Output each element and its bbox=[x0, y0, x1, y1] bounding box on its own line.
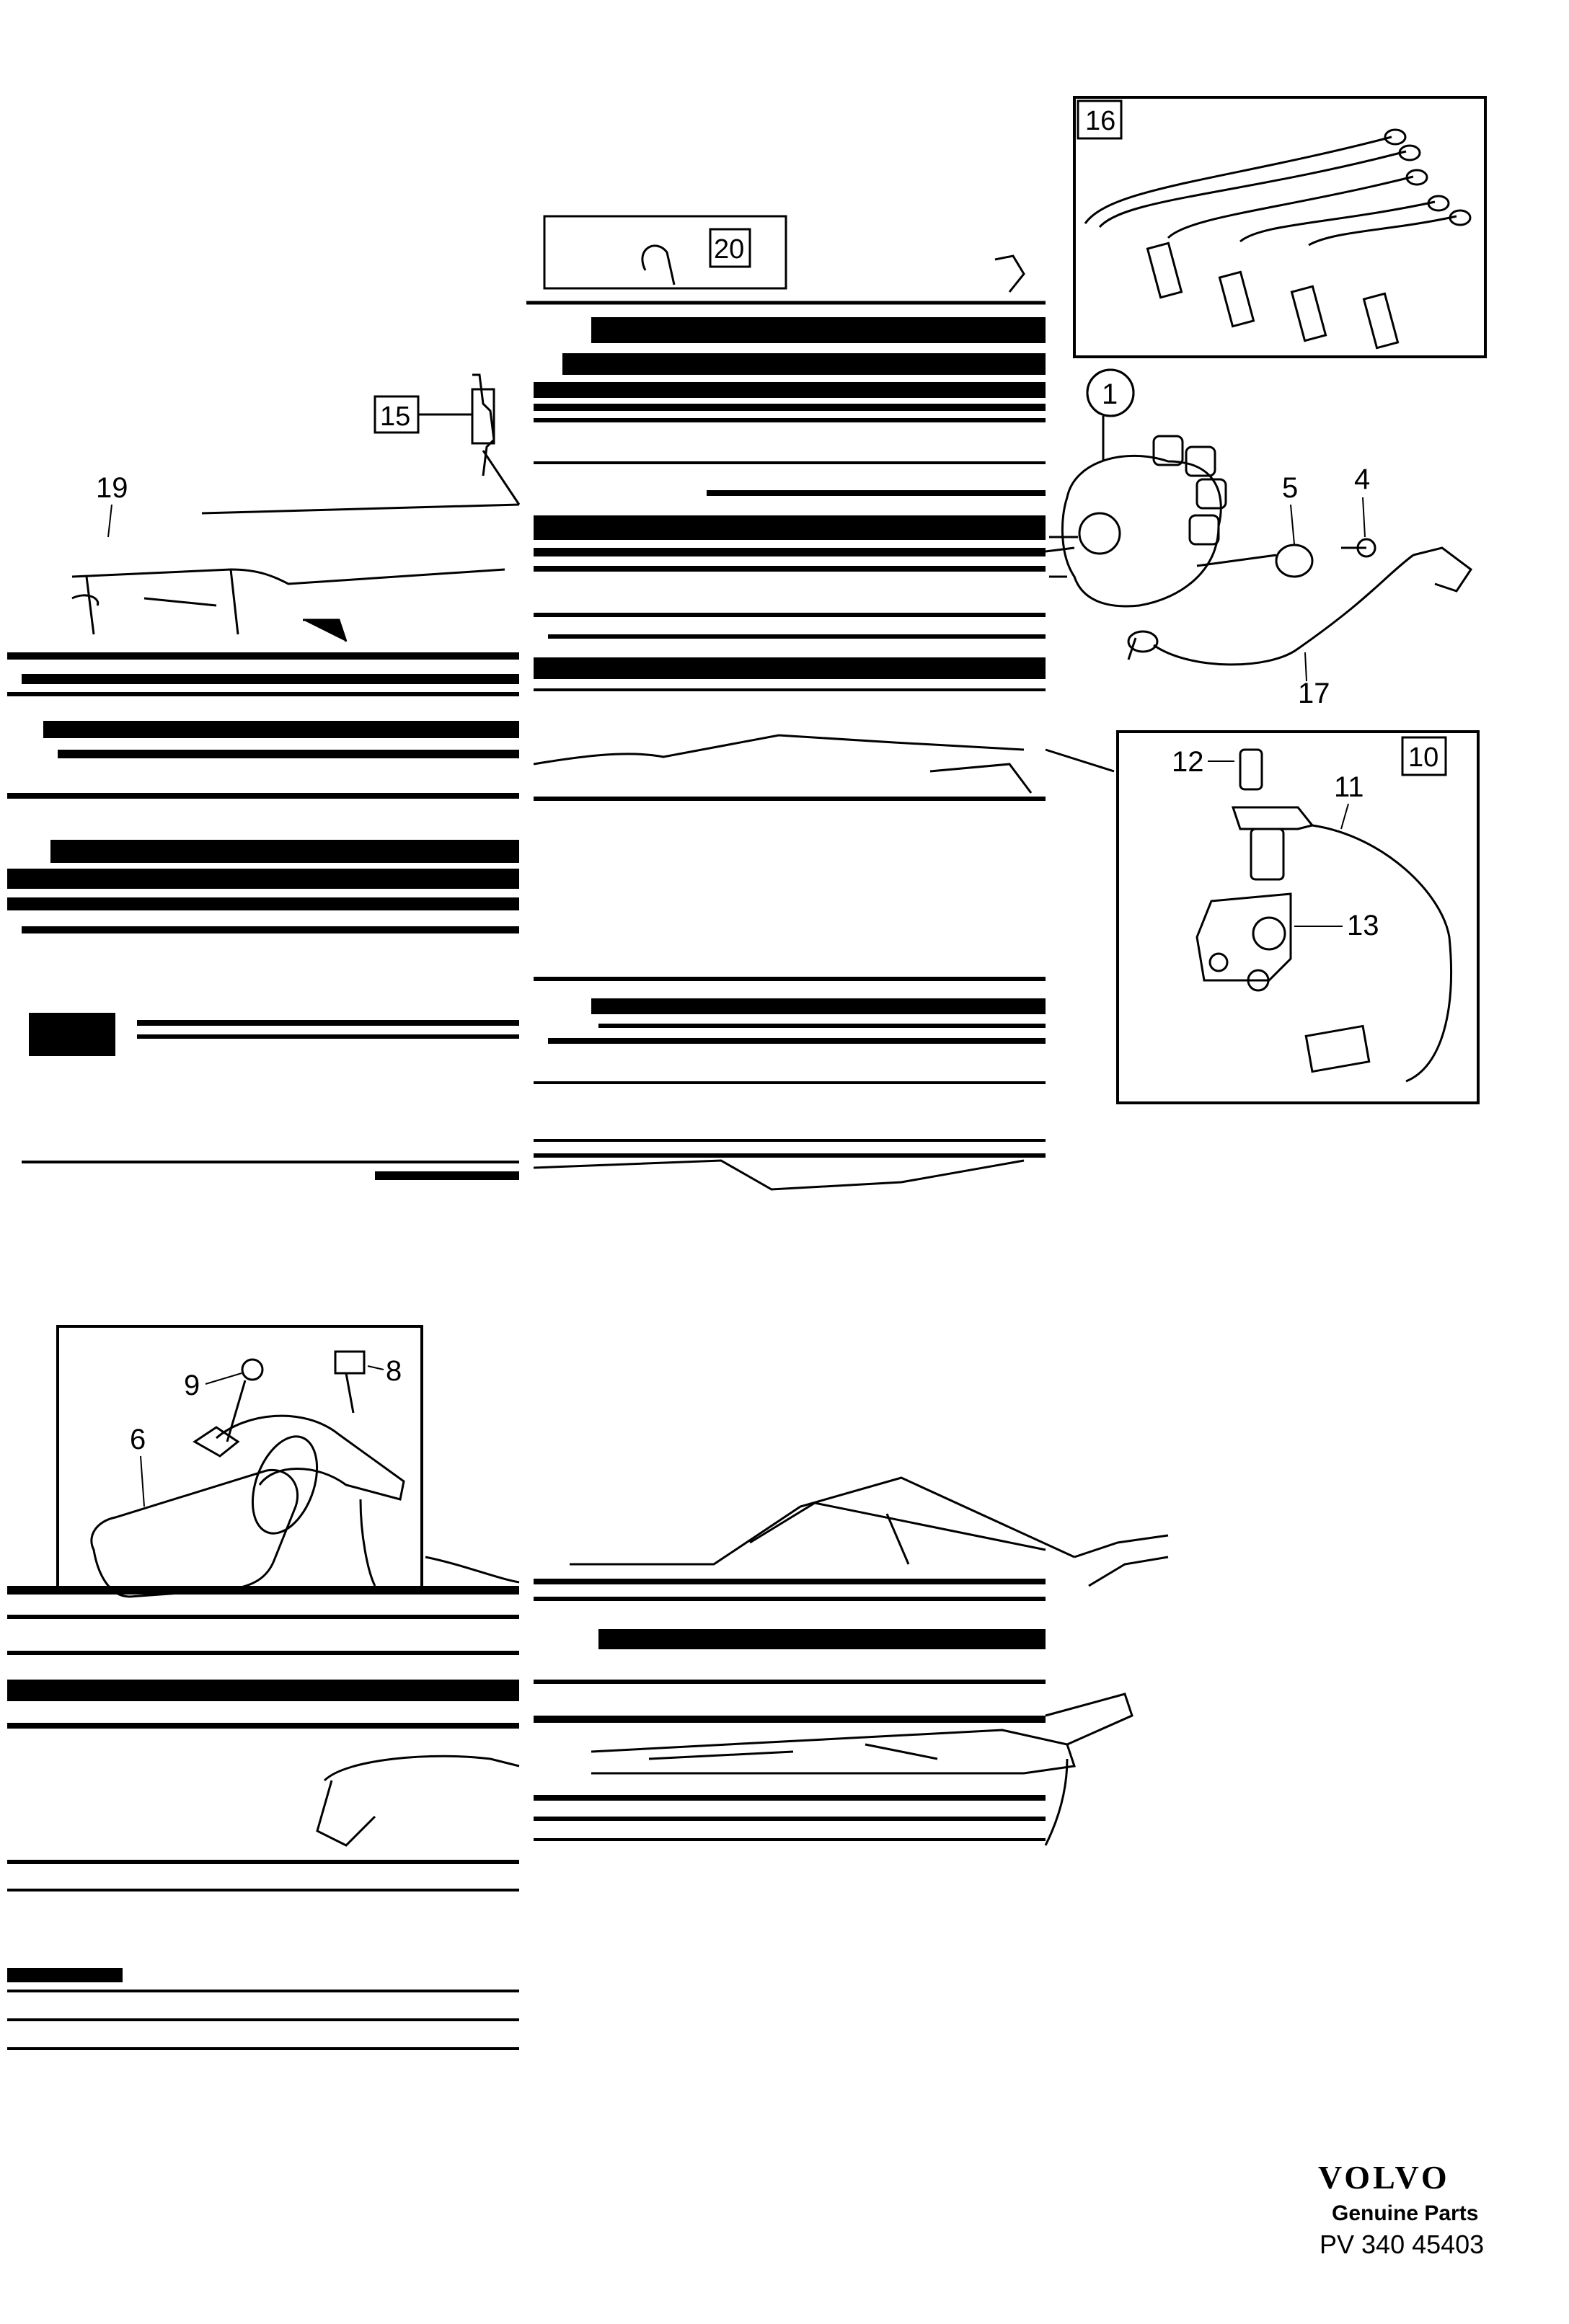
volvo-logo: VOLVO bbox=[1318, 2159, 1450, 2196]
callout-20: 20 bbox=[714, 234, 744, 265]
callout-13: 13 bbox=[1347, 910, 1379, 941]
volvo-branding: VOLVO Genuine Parts PV 340 45403 bbox=[1318, 2159, 1484, 2259]
sensor-box: 10 bbox=[1045, 730, 1480, 1104]
callout-9: 9 bbox=[184, 1370, 200, 1401]
callout-6: 6 bbox=[130, 1424, 146, 1455]
spark-plug bbox=[374, 373, 521, 505]
callout-10: 10 bbox=[1408, 742, 1438, 773]
callout-19: 19 bbox=[96, 472, 128, 504]
callout-17: 17 bbox=[1298, 678, 1330, 709]
callout-15: 15 bbox=[380, 402, 410, 432]
callout-16: 16 bbox=[1085, 106, 1115, 136]
ignition-lead-set-box: 16 bbox=[1073, 96, 1487, 358]
callout-8: 8 bbox=[386, 1355, 402, 1387]
callout-11: 11 bbox=[1334, 771, 1364, 803]
callout-1: 1 bbox=[1102, 378, 1118, 410]
genuine-parts-tagline: Genuine Parts bbox=[1332, 2201, 1478, 2225]
part-number: PV 340 45403 bbox=[1320, 2230, 1484, 2259]
car-body-illustration bbox=[7, 1476, 1169, 2050]
left-engine-bay-panel bbox=[7, 503, 520, 1180]
distributor-assembly bbox=[1045, 368, 1473, 666]
ignition-coil-box bbox=[56, 1325, 423, 1598]
callout-12: 12 bbox=[1172, 746, 1204, 778]
callout-4: 4 bbox=[1354, 464, 1370, 495]
callout-5: 5 bbox=[1282, 472, 1298, 504]
engine-bay-illustration bbox=[526, 215, 1046, 1191]
